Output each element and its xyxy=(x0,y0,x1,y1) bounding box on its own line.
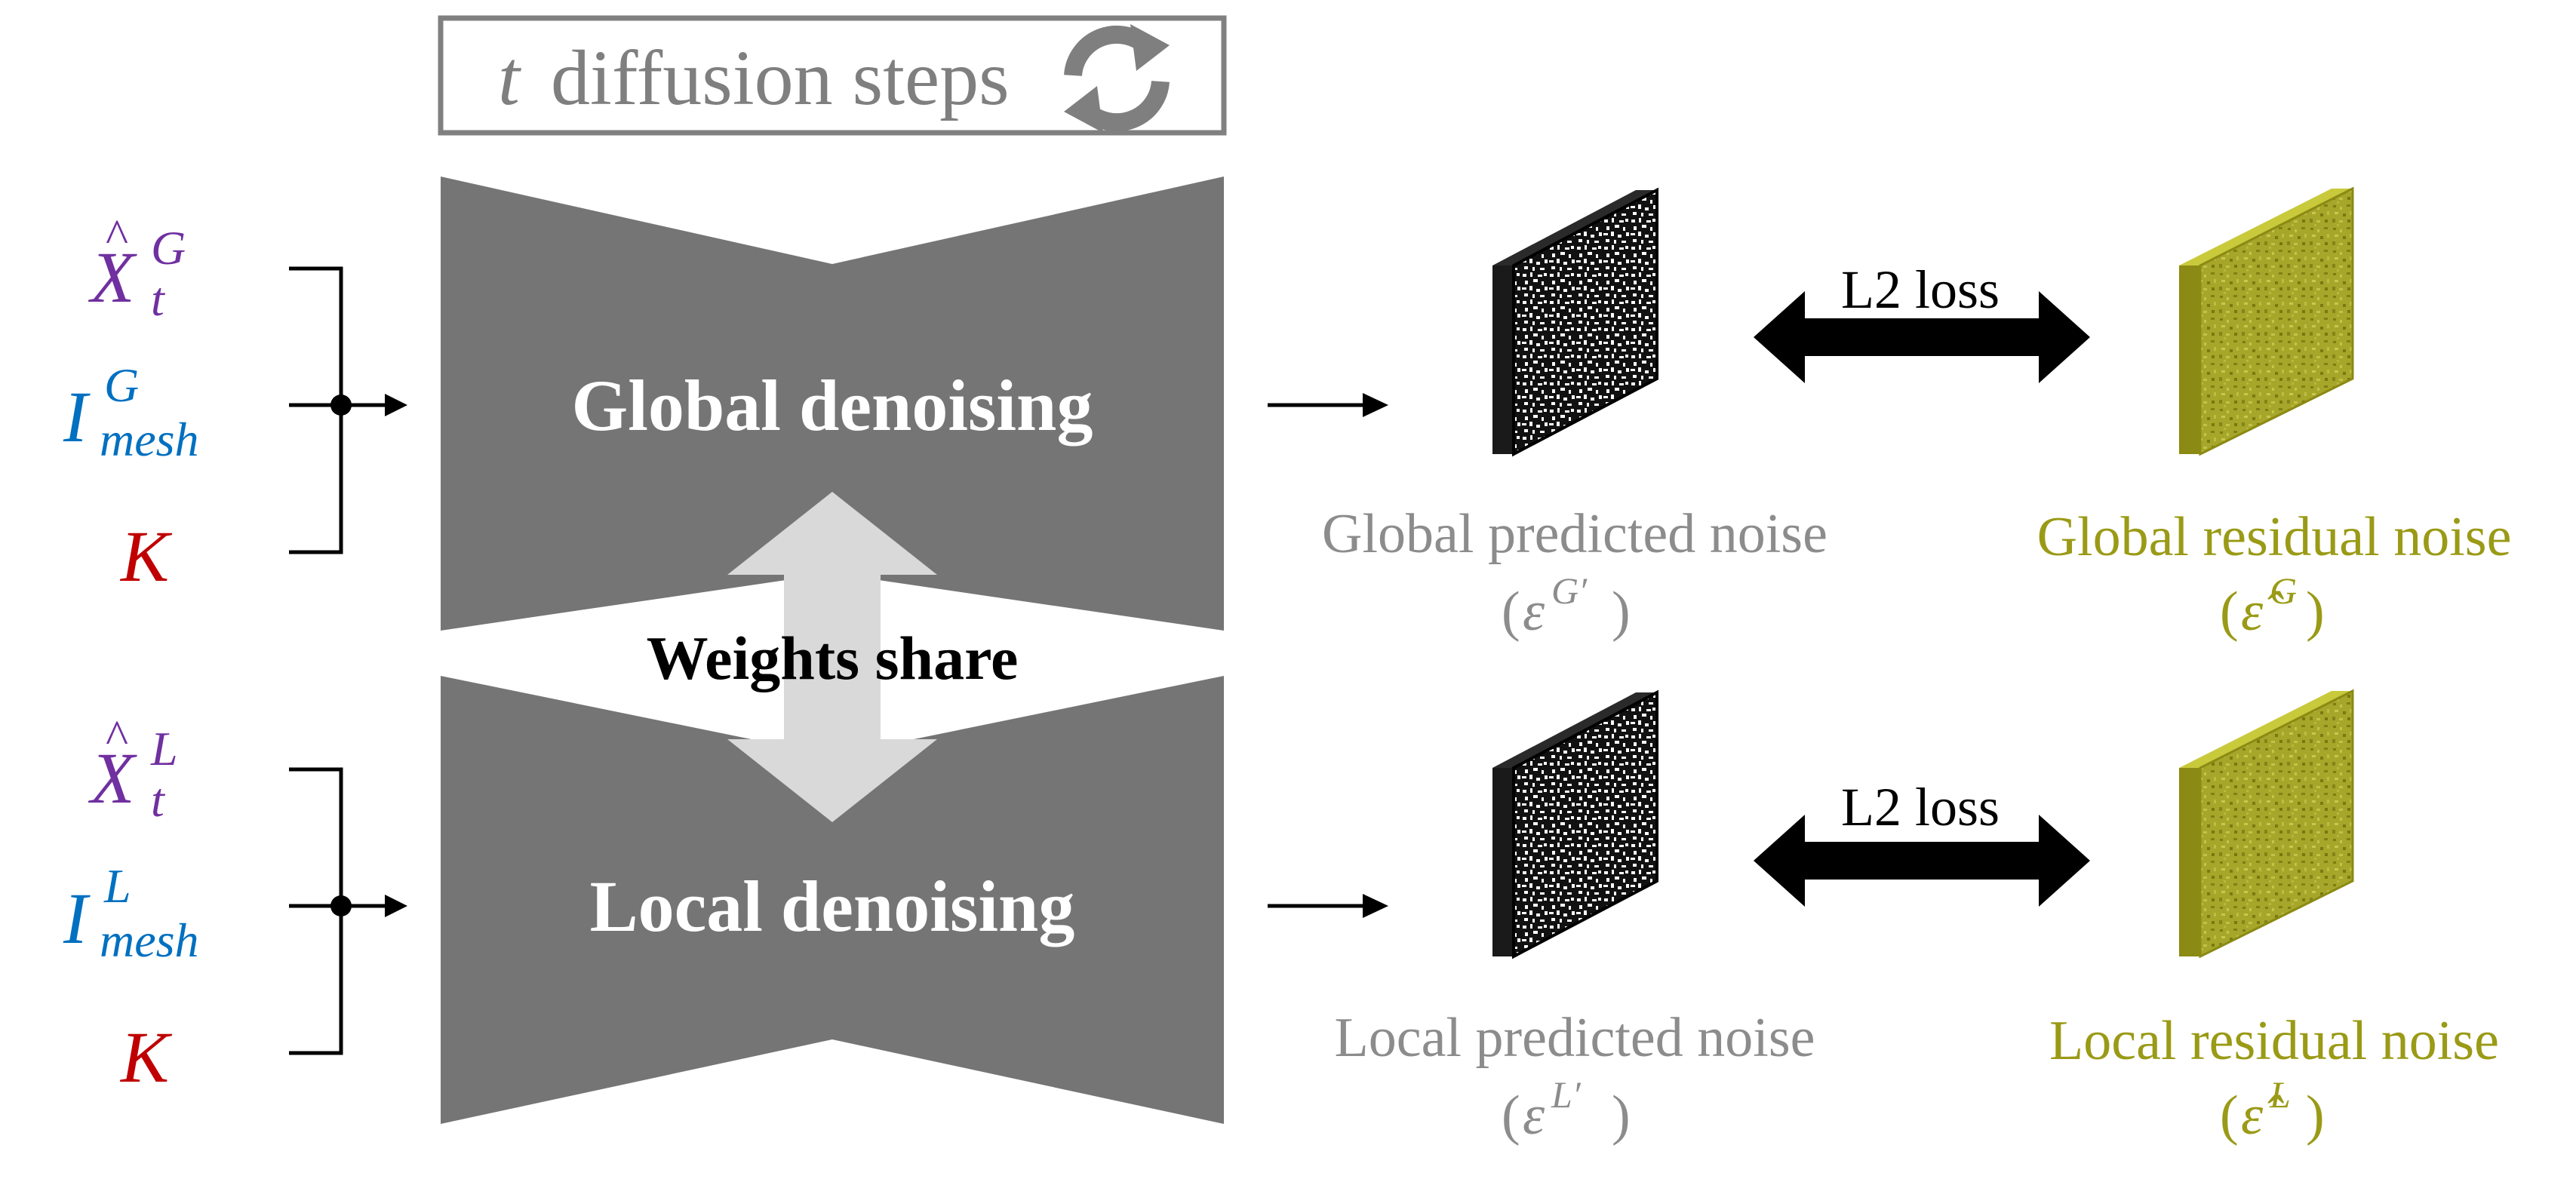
svg-text:(: ( xyxy=(2220,581,2239,643)
svg-text:I: I xyxy=(63,376,91,457)
svg-text:X: X xyxy=(88,237,137,318)
local-input-arrowhead xyxy=(385,895,407,917)
local-output-arrow xyxy=(1268,894,1388,918)
svg-text:mesh: mesh xyxy=(100,913,199,967)
global-denoising-block xyxy=(441,177,1224,631)
local-mesh-input: I L mesh xyxy=(63,859,199,967)
global-input-arrowhead xyxy=(385,394,407,416)
global-denoising-label: Global denoising xyxy=(572,365,1093,446)
svg-text:I: I xyxy=(63,878,91,959)
svg-text:t: t xyxy=(151,773,166,827)
local-predicted-noise-cube xyxy=(1492,689,1658,959)
local-x-input: X ^ L t xyxy=(88,710,178,827)
svg-text:ε: ε xyxy=(1523,581,1545,643)
svg-text:L′: L′ xyxy=(1551,1073,1582,1116)
svg-text:G: G xyxy=(104,358,139,412)
svg-text:(: ( xyxy=(1502,1085,1520,1147)
local-denoising-block xyxy=(441,676,1224,1124)
svg-text:G′: G′ xyxy=(1551,570,1588,612)
header-label: diffusion steps xyxy=(551,35,1010,121)
local-l2-loss-label: L2 loss xyxy=(1841,777,2000,837)
local-predicted-noise-label: Local predicted noise xyxy=(1335,1007,1815,1069)
svg-text:(: ( xyxy=(1502,581,1520,643)
local-predicted-noise-symbol: ( ε L′ ) xyxy=(1502,1073,1631,1147)
global-predicted-noise-cube xyxy=(1492,187,1658,457)
svg-text:G: G xyxy=(2270,570,2297,612)
svg-text:G: G xyxy=(151,221,186,275)
svg-text:X: X xyxy=(88,738,137,818)
timestep-variable: t xyxy=(498,35,521,121)
svg-text:t: t xyxy=(151,272,166,326)
global-block-notch xyxy=(441,177,1224,264)
svg-text:L: L xyxy=(2269,1073,2291,1116)
svg-text:mesh: mesh xyxy=(100,413,199,466)
global-residual-noise-symbol: ( ε̂ G ) xyxy=(2220,570,2325,643)
weights-share-label: Weights share xyxy=(647,624,1019,692)
svg-text:^: ^ xyxy=(106,710,128,763)
global-mesh-input: I G mesh xyxy=(63,358,199,466)
local-junction-dot xyxy=(330,895,352,916)
svg-text:(: ( xyxy=(2220,1085,2239,1147)
local-residual-noise-symbol: ( ε̂ L ) xyxy=(2220,1073,2325,1147)
global-l2-loss-arrow xyxy=(1754,291,2090,383)
local-k-input: K xyxy=(119,1017,173,1098)
local-denoising-label: Local denoising xyxy=(590,866,1075,947)
global-residual-noise-label: Global residual noise xyxy=(2037,506,2512,568)
svg-text:^: ^ xyxy=(106,209,128,262)
diffusion-steps-header: t diffusion steps xyxy=(438,15,1227,136)
svg-text:ε: ε xyxy=(1523,1085,1545,1147)
global-junction-dot xyxy=(330,395,352,416)
global-k-input: K xyxy=(119,516,173,597)
global-residual-noise-cube xyxy=(2179,186,2354,456)
global-predicted-noise-label: Global predicted noise xyxy=(1322,503,1827,565)
local-l2-loss-arrow xyxy=(1754,815,2090,907)
global-output-arrow xyxy=(1268,393,1388,417)
global-l2-loss-label: L2 loss xyxy=(1841,259,2000,320)
refresh-icon xyxy=(1064,24,1170,133)
svg-text:): ) xyxy=(1612,1085,1631,1147)
svg-text:): ) xyxy=(2306,1085,2325,1147)
svg-text:L: L xyxy=(103,859,131,913)
svg-text:): ) xyxy=(2306,581,2325,643)
svg-text:): ) xyxy=(1612,581,1631,643)
svg-text:L: L xyxy=(150,722,178,775)
weights-share-arrow xyxy=(727,492,937,822)
local-residual-noise-label: Local residual noise xyxy=(2049,1010,2499,1072)
global-x-input: X ^ G t xyxy=(88,209,186,326)
local-residual-noise-cube xyxy=(2179,689,2354,959)
global-predicted-noise-symbol: ( ε G′ ) xyxy=(1502,570,1631,643)
